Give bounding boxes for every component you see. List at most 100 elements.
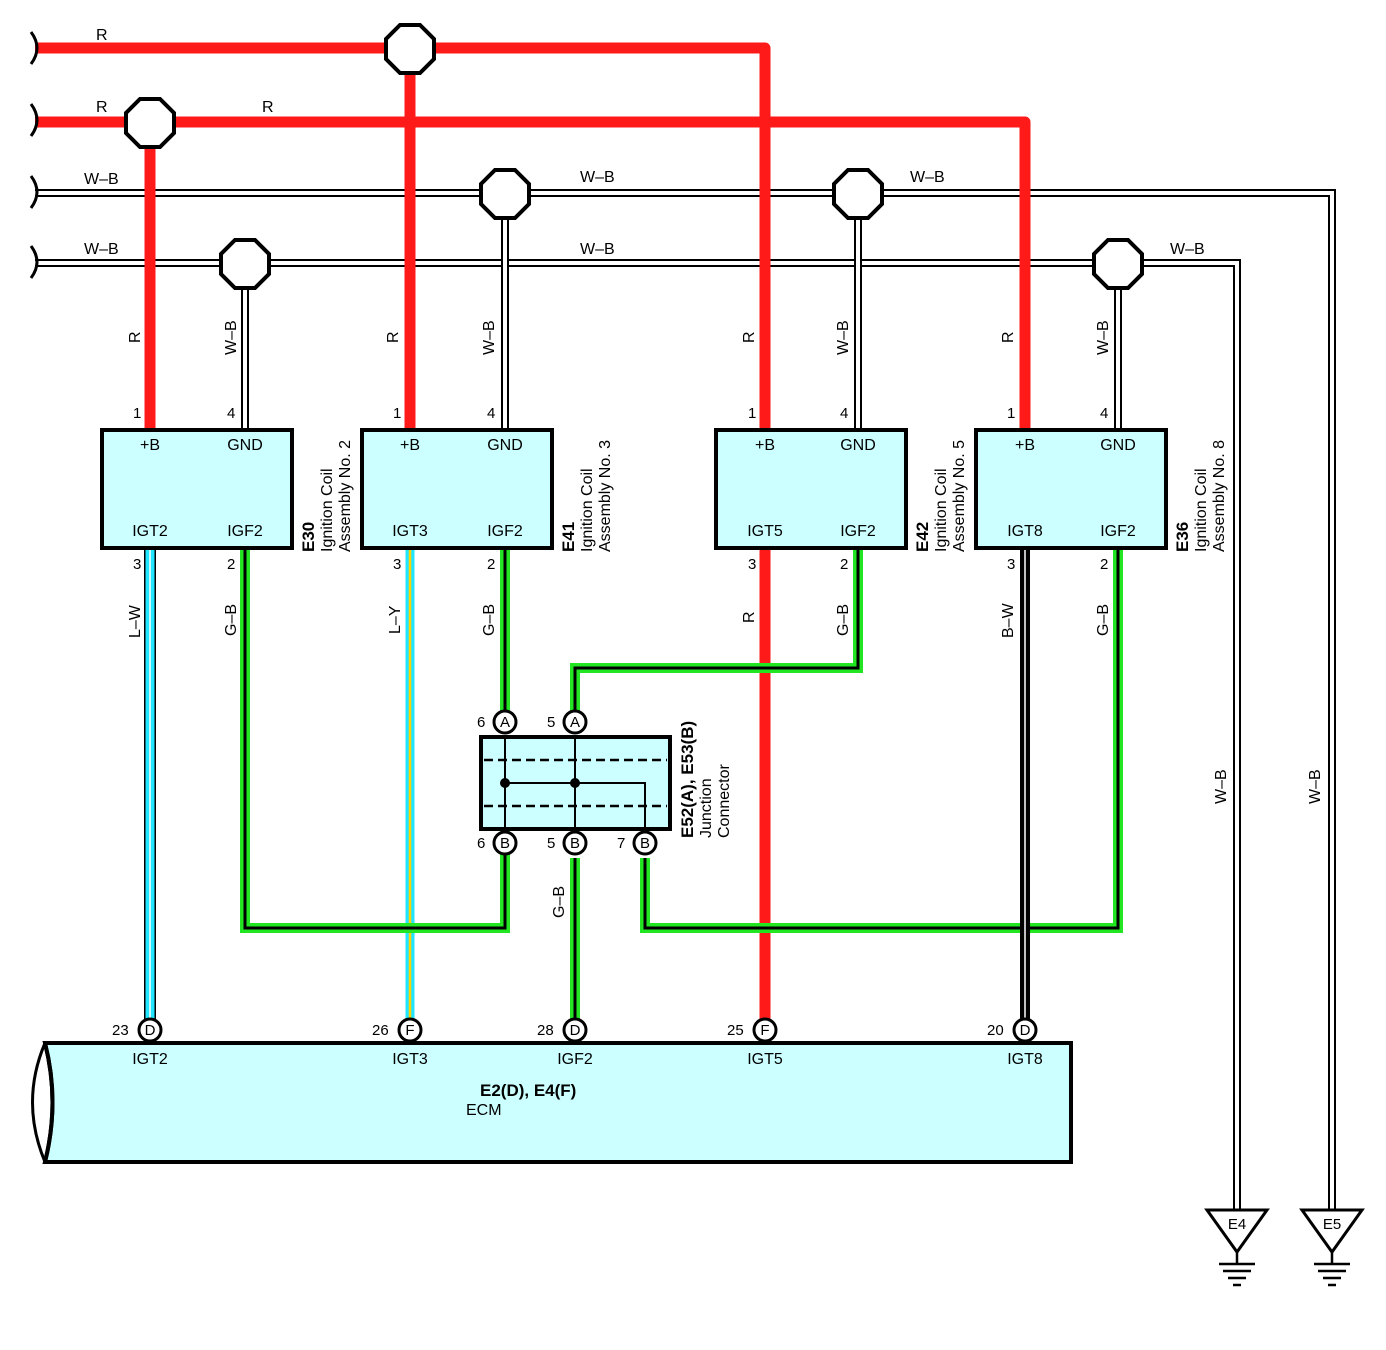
wire-wb-lower — [35, 259, 1241, 1210]
coil-box — [100, 428, 294, 550]
ground-e4: E4 — [1204, 1208, 1270, 1287]
svg-text:7: 7 — [617, 835, 625, 852]
wire-label: R — [127, 331, 144, 343]
pin-label: +B — [400, 437, 420, 454]
pin-number: 3 — [748, 556, 756, 573]
coil-code: E30 — [299, 522, 318, 552]
coil-name: Ignition Coil — [1193, 468, 1210, 552]
ecm: D 23 IGT2 F 26 IGT3 D 28 IGF2 F 25 IGT5 … — [31, 1017, 1073, 1164]
ecm-code: E2(D), E4(F) — [480, 1081, 576, 1100]
wire-break-marks — [29, 31, 39, 279]
wire-label: R — [262, 99, 274, 116]
pin-number: 2 — [840, 556, 848, 573]
coil-assembly: Assembly No. 5 — [951, 440, 968, 552]
ecm-pin: D 23 IGT2 — [112, 1017, 168, 1068]
ignition-coil-e36: 1 4 +B GND IGT8 IGF2 3 2 E36 Ignition Co… — [974, 405, 1228, 573]
pin-number: 4 — [1100, 405, 1108, 422]
pin-label: IGF2 — [487, 523, 523, 540]
wire-r-second — [35, 116, 1031, 430]
svg-text:D: D — [145, 1022, 156, 1039]
pin-number: 1 — [133, 405, 141, 422]
wire-wb-upper — [35, 189, 1336, 1210]
pin-number: 2 — [227, 556, 235, 573]
pin-label: +B — [140, 437, 160, 454]
pin-label: IGT5 — [747, 523, 783, 540]
wire-label: R — [741, 331, 758, 343]
svg-text:B: B — [640, 835, 650, 852]
wire-label: W–B — [580, 169, 615, 186]
coil-name: Ignition Coil — [933, 468, 950, 552]
wire-label: G–B — [223, 604, 240, 636]
wire-label: W–B — [580, 241, 615, 258]
coil-assembly: Assembly No. 3 — [597, 440, 614, 552]
wire-label: W–B — [1170, 241, 1205, 258]
wire-label: W–B — [1307, 769, 1324, 804]
pin-number: 1 — [393, 405, 401, 422]
junction-pin-bottom: B 7 — [617, 830, 658, 856]
wire-label: G–B — [1095, 604, 1112, 636]
pin-number: 3 — [393, 556, 401, 573]
wire-label: G–B — [481, 604, 498, 636]
pin-label: IGT2 — [132, 523, 168, 540]
coil-assembly: Assembly No. 2 — [337, 440, 354, 552]
wire-label: W–B — [481, 320, 498, 355]
pin-label: IGF2 — [227, 523, 263, 540]
svg-text:F: F — [405, 1022, 414, 1039]
wire-label: R — [96, 99, 108, 116]
pin-number: 1 — [1007, 405, 1015, 422]
wire-label: R — [96, 27, 108, 44]
pin-label: IGF2 — [840, 523, 876, 540]
svg-text:IGT5: IGT5 — [747, 1051, 783, 1068]
pin-number: 3 — [133, 556, 141, 573]
svg-text:F: F — [760, 1022, 769, 1039]
svg-text:5: 5 — [547, 714, 555, 731]
wire-label: R — [741, 611, 758, 623]
top-wire-labels: R R R W–B W–B W–B W–B W–B W–B — [84, 27, 1205, 258]
svg-text:28: 28 — [537, 1022, 554, 1039]
wire-label: W–B — [1095, 320, 1112, 355]
wire-label: W–B — [223, 320, 240, 355]
pin-number: 2 — [487, 556, 495, 573]
wire-label: W–B — [84, 171, 119, 188]
ecm-pin: F 26 IGT3 — [372, 1017, 428, 1068]
splice-wb-3 — [219, 238, 271, 290]
splice-wb-2 — [832, 168, 884, 220]
svg-text:A: A — [570, 714, 580, 731]
wire-label: B–W — [1000, 602, 1017, 638]
pin-label: IGT3 — [392, 523, 428, 540]
wire-r-top — [35, 42, 771, 1030]
splice-r-1 — [384, 23, 436, 75]
pin-label: GND — [840, 437, 876, 454]
splices — [124, 23, 1144, 290]
svg-text:6: 6 — [477, 835, 485, 852]
pin-number: 1 — [748, 405, 756, 422]
splice-r-2 — [124, 97, 176, 149]
pin-label: +B — [1015, 437, 1035, 454]
coil-box — [974, 428, 1168, 550]
coil-code: E42 — [913, 522, 932, 552]
splice-wb-4 — [1092, 238, 1144, 290]
ground-label: E4 — [1228, 1216, 1246, 1233]
junction-pin-bottom: B 6 — [477, 830, 518, 856]
svg-text:IGT8: IGT8 — [1007, 1051, 1043, 1068]
junction-code: E52(A), E53(B) — [678, 721, 697, 838]
pin-number: 3 — [1007, 556, 1015, 573]
svg-text:IGF2: IGF2 — [557, 1051, 593, 1068]
svg-text:D: D — [1020, 1022, 1031, 1039]
pin-label: GND — [227, 437, 263, 454]
svg-text:A: A — [500, 714, 510, 731]
wire-label: W–B — [84, 241, 119, 258]
coil-box — [360, 428, 554, 550]
ignition-coil-e42: 1 4 +B GND IGT5 IGF2 3 2 E42 Ignition Co… — [714, 405, 968, 573]
pin-number: 4 — [840, 405, 848, 422]
ecm-name: ECM — [466, 1102, 502, 1119]
pin-number: 4 — [487, 405, 495, 422]
coil-code: E41 — [559, 522, 578, 552]
ecm-pin: D 28 IGF2 — [537, 1017, 593, 1068]
wire-label: G–B — [835, 604, 852, 636]
coil-code: E36 — [1173, 522, 1192, 552]
pin-label: GND — [1100, 437, 1136, 454]
junction-pin-top: A 6 — [477, 709, 518, 735]
ecm-pin: F 25 IGT5 — [727, 1017, 783, 1068]
